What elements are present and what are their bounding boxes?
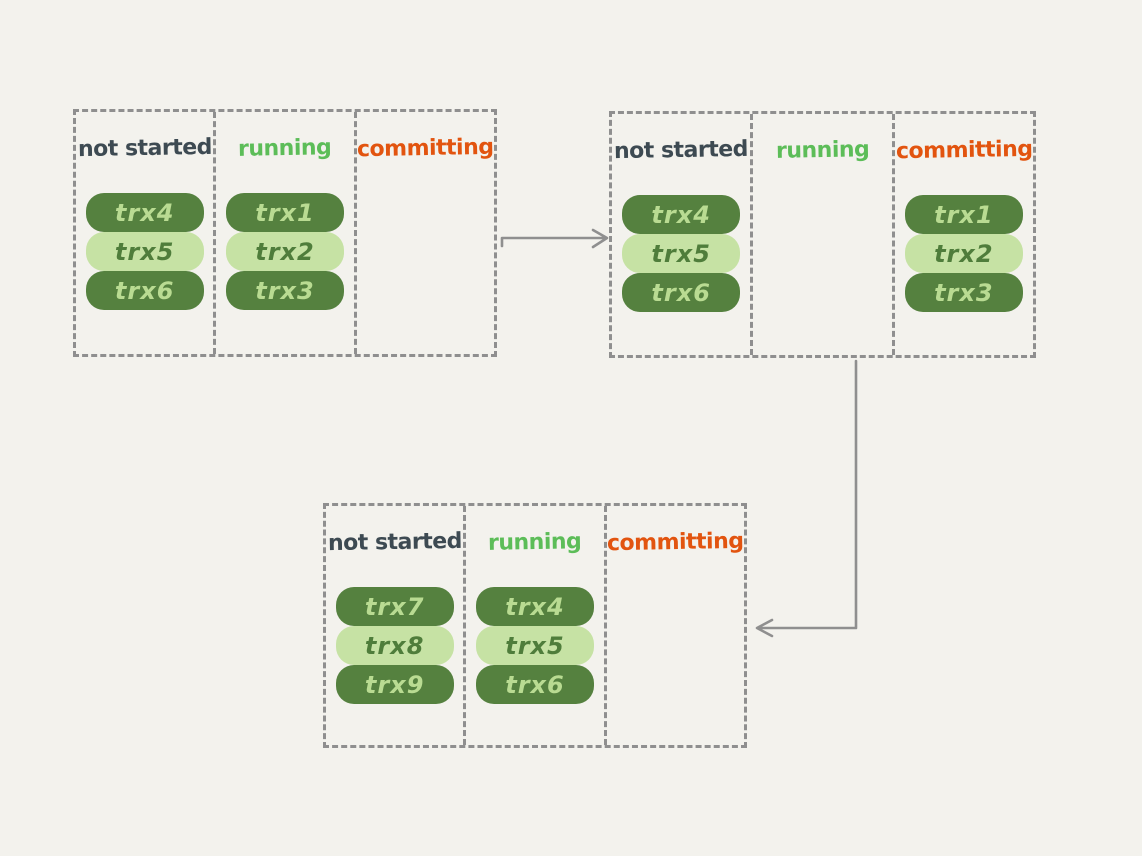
transaction-pill: trx1 (904, 195, 1023, 234)
transaction-pill: trx8 (335, 626, 454, 665)
transaction-pill: trx3 (904, 273, 1023, 312)
running-label: running (238, 135, 332, 162)
committing-label: committing (606, 528, 744, 557)
column-running: running (750, 114, 891, 355)
pill-stack: trx4 trx5 trx6 (475, 587, 594, 704)
arrow-step2-to-step3-icon (755, 359, 858, 638)
transaction-pill: trx4 (475, 587, 594, 626)
transaction-pill: trx1 (225, 193, 344, 232)
committing-label: committing (895, 136, 1033, 165)
running-label: running (488, 529, 582, 556)
column-committing: committing (353, 112, 494, 354)
transaction-pill: trx6 (85, 271, 204, 310)
column-not-started: not started trx7 trx8 trx9 (326, 506, 463, 745)
transaction-pill: trx5 (475, 626, 594, 665)
committing-label: committing (356, 134, 494, 163)
transaction-pill: trx3 (225, 271, 344, 310)
arrow-step1-to-step2-icon (500, 228, 609, 249)
transaction-pill: trx2 (904, 234, 1023, 273)
pill-stack: trx1 trx2 trx3 (904, 195, 1023, 312)
column-not-started: not started trx4 trx5 trx6 (612, 114, 750, 355)
transaction-pill: trx4 (622, 195, 741, 234)
column-not-started: not started trx4 trx5 trx6 (76, 112, 213, 354)
pill-stack: trx1 trx2 trx3 (225, 193, 344, 310)
not-started-label: not started (613, 136, 749, 165)
column-committing: committing trx1 trx2 trx3 (891, 114, 1033, 355)
transaction-pill: trx5 (85, 232, 204, 271)
running-label: running (775, 137, 870, 164)
state-group-step-1: not started trx4 trx5 trx6 running trx1 … (73, 109, 497, 357)
column-committing: committing (603, 506, 744, 745)
transaction-pill: trx4 (85, 193, 204, 232)
column-running: running trx4 trx5 trx6 (463, 506, 603, 745)
transaction-pill: trx6 (475, 665, 594, 704)
transaction-pill: trx2 (225, 232, 344, 271)
pill-stack: trx4 trx5 trx6 (622, 195, 741, 312)
pill-stack: trx4 trx5 trx6 (85, 193, 204, 310)
not-started-label: not started (327, 528, 462, 557)
transaction-pill: trx5 (622, 234, 741, 273)
pill-stack: trx7 trx8 trx9 (335, 587, 454, 704)
column-running: running trx1 trx2 trx3 (213, 112, 353, 354)
transaction-pill: trx9 (335, 665, 454, 704)
transaction-pill: trx7 (335, 587, 454, 626)
not-started-label: not started (77, 134, 212, 163)
transaction-pill: trx6 (622, 273, 741, 312)
state-group-step-3: not started trx7 trx8 trx9 running trx4 … (323, 503, 747, 748)
state-group-step-2: not started trx4 trx5 trx6 running commi… (609, 111, 1036, 358)
